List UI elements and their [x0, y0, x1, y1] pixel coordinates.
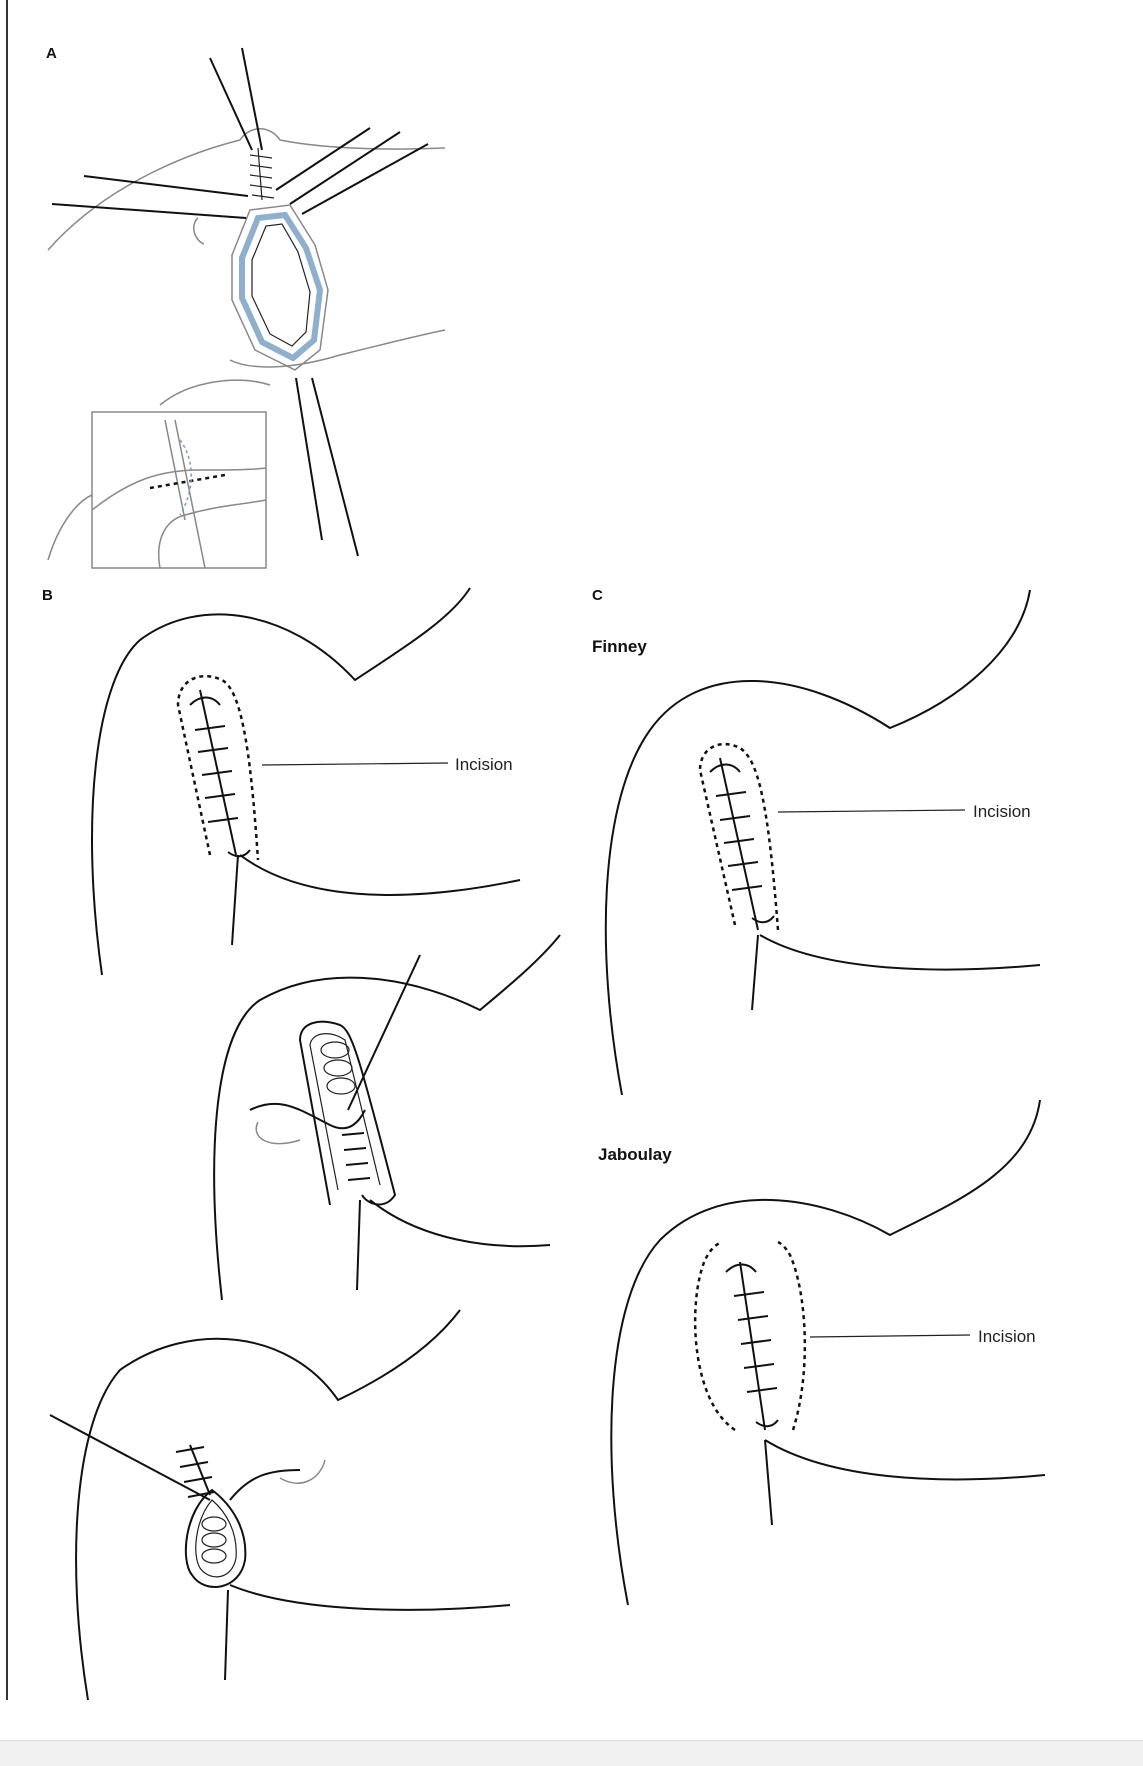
panel-a: A [46, 45, 445, 568]
b3-thread [230, 1470, 300, 1500]
b2-mucosa-folds [321, 1042, 355, 1094]
b2-sutures [342, 1133, 370, 1180]
finney-stomach-outline [606, 590, 1030, 1095]
finney-suture-line [720, 758, 758, 930]
b2-needle [256, 1122, 300, 1144]
inset-curve-2 [159, 500, 266, 568]
b3-traction-line [50, 1415, 210, 1500]
b3-needle [280, 1460, 325, 1483]
jaboulay-pylorus-line [765, 1440, 772, 1525]
b2-duodenum-outline [370, 1200, 550, 1246]
b1-pylorus-line [232, 855, 238, 945]
b3-suture-line [190, 1445, 210, 1495]
jaboulay-stomach-outline [611, 1100, 1040, 1605]
b3-mucosa-folds [202, 1517, 226, 1563]
panel-c-label: C [592, 587, 603, 604]
b3-duodenum-outline [230, 1585, 510, 1610]
retraction-arrow [194, 218, 204, 244]
panel-b: B Incision [42, 587, 560, 1700]
pylorus-opening-outer [232, 205, 328, 370]
finney-sutures [710, 765, 774, 923]
jaboulay-suture-line [740, 1262, 765, 1430]
traction-sutures-a [52, 48, 428, 556]
b3-pouch-outer [186, 1490, 246, 1587]
finney-pylorus-line [752, 935, 758, 1010]
inset-line-1 [165, 420, 185, 520]
b2-needle-thread-2 [250, 1104, 365, 1129]
b1-sutures [190, 698, 250, 857]
sutures-a [250, 155, 274, 198]
panel-b-label: B [42, 587, 53, 604]
b3-stomach-outline [76, 1310, 460, 1700]
b1-stomach-outline [92, 588, 470, 975]
stomach-outline-lower [160, 380, 270, 405]
jaboulay-label: Jaboulay [598, 1145, 672, 1164]
jaboulay-incision-dashed-right [778, 1242, 805, 1430]
b3-pylorus-line [225, 1590, 228, 1680]
stomach-outline-upper [48, 129, 445, 250]
footer-bar [0, 1740, 1143, 1766]
finney-label: Finney [592, 637, 647, 656]
panel-a-label: A [46, 45, 57, 62]
jaboulay-incision-label: Incision [978, 1327, 1036, 1346]
b2-pylorus-line [357, 1200, 360, 1290]
jaboulay-incision-dashed-left [695, 1243, 735, 1430]
b2-opening-inner [310, 1034, 380, 1190]
finney-duodenum-outline [760, 935, 1040, 970]
b1-duodenum-outline [240, 855, 520, 895]
finney-incision-label: Incision [973, 802, 1031, 821]
b1-incision-label: Incision [455, 755, 513, 774]
panel-a-lower-outline [48, 495, 92, 560]
finney-incision-leader [778, 810, 965, 812]
jaboulay-duodenum-outline [765, 1440, 1045, 1479]
jaboulay-incision-leader [810, 1335, 970, 1337]
b1-incision-leader [262, 763, 448, 765]
panel-c: C Finney Incision Jaboulay Incision [592, 587, 1045, 1605]
